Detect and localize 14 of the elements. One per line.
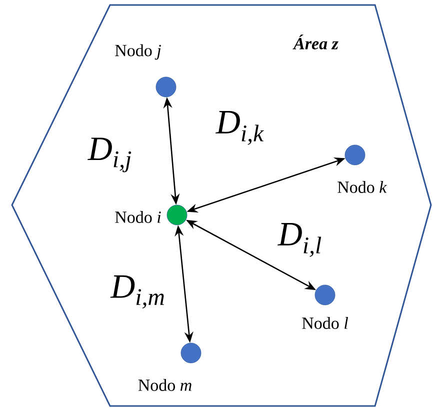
- node-label: Nodo k: [338, 181, 387, 193]
- edge-label: D$_{i,j}$: [88, 138, 132, 172]
- node-dot: [166, 204, 188, 226]
- node-dot: [180, 342, 202, 364]
- edge-label: D$_{i,l}$: [278, 223, 322, 257]
- node-label: Nodo j: [115, 44, 161, 60]
- node-label: Nodo i: [115, 211, 161, 223]
- node-label: Nodo l: [302, 317, 348, 329]
- node-dot: [314, 284, 336, 306]
- node-label: Nodo m: [138, 379, 192, 391]
- edge-label: D$_{i,k}$: [216, 111, 264, 145]
- edge-label: D$_{i,m}$: [110, 275, 164, 309]
- node-dot: [156, 76, 176, 98]
- node-dot: [344, 144, 366, 166]
